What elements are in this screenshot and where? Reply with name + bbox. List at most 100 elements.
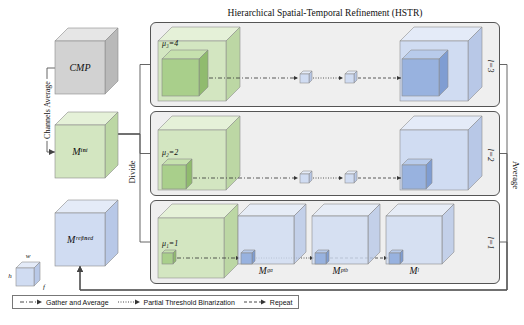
legend-line	[118, 302, 136, 303]
legend-arrowhead	[261, 300, 266, 305]
cube-front	[162, 165, 186, 189]
block-size-label: μ₂=2	[162, 147, 178, 158]
cube-shape	[162, 250, 176, 264]
level-panel: l=3 μ₃=4	[150, 22, 500, 107]
legend-text: Repeat	[270, 299, 293, 306]
cube-face: CMP	[55, 41, 105, 94]
cube-label: Mⁱⁿⁱ	[72, 146, 88, 157]
data-cube: Mⁱⁿⁱ	[55, 112, 118, 178]
cube-side	[400, 250, 403, 264]
cube-side	[326, 250, 329, 264]
stage-cube: Mˡ	[386, 204, 454, 278]
block-cube: μ₃=4	[162, 38, 208, 96]
cube-side	[105, 112, 118, 178]
stage-label-slot: Mᵍᵃ	[238, 265, 294, 277]
cube-shape	[162, 159, 192, 189]
cube-illustration	[16, 27, 482, 286]
cube-front	[55, 41, 105, 94]
cube-shape	[55, 112, 118, 178]
stage-label: Mˡ	[386, 265, 442, 277]
legend-item: Partial Threshold Binarization	[117, 298, 235, 306]
block-cube: μ₁=1	[162, 238, 181, 264]
cube-shape	[386, 204, 454, 264]
data-cube: CMP	[55, 28, 118, 94]
level-label-slot: l=3	[486, 59, 496, 72]
cube-label: CMP	[69, 62, 90, 73]
legend-line	[20, 302, 38, 303]
cube-front	[312, 216, 368, 264]
note-label: w	[26, 252, 31, 260]
level-label: l=3	[486, 59, 496, 72]
note-label-slot: h	[8, 272, 12, 280]
legend: Gather and Average Partial Threshold Bina…	[12, 295, 299, 309]
connector	[118, 134, 150, 242]
cube-side	[368, 204, 380, 264]
cube-shape	[312, 204, 380, 264]
cube-side	[294, 204, 306, 264]
note-label: f	[43, 283, 45, 291]
note-label-slot: w	[26, 252, 31, 260]
note-label-slot: Divide	[127, 160, 137, 183]
note-label-slot: f	[43, 283, 45, 291]
legend-sample	[243, 298, 267, 306]
stage-label: Mᵍᵃ	[238, 265, 294, 277]
edge-label-slot: Channels Average	[43, 79, 52, 141]
legend-item: Gather and Average	[19, 298, 109, 306]
cube-side	[105, 28, 118, 94]
edge-label: Channels Average	[43, 79, 52, 141]
level-label-slot: l=2	[486, 148, 496, 161]
legend-sample	[19, 298, 43, 306]
stage-cube: Mᵖᵗᵇ	[312, 204, 380, 278]
level-panel: l=2 μ₂=2	[150, 111, 500, 196]
cube-shape	[238, 204, 306, 264]
cube-side	[105, 200, 118, 266]
stage-label: Mᵖᵗᵇ	[312, 265, 368, 277]
cube-face: Mⁱⁿⁱ	[55, 125, 105, 178]
connector	[80, 154, 507, 291]
cube-side	[442, 204, 454, 264]
block-size-label: μ₃=4	[162, 38, 178, 49]
level-label: l=2	[486, 148, 496, 161]
cube-front	[162, 253, 173, 264]
cube-face: Mʳᵉᶠⁱⁿᵉᵈ	[55, 213, 105, 266]
level-label-slot: l=1	[486, 236, 496, 249]
legend-item: Repeat	[243, 298, 293, 306]
block-label-slot: μ₃=4	[162, 38, 178, 49]
legend-text: Partial Threshold Binarization	[144, 299, 235, 306]
cube-side	[173, 250, 176, 264]
data-cube: Mʳᵉᶠⁱⁿᵉᵈ	[55, 200, 118, 266]
block-label-slot: μ₁=1	[162, 238, 178, 249]
connector	[118, 65, 150, 135]
cube-shape	[162, 50, 208, 96]
cube-front	[55, 125, 105, 178]
legend-arrowhead	[37, 300, 42, 305]
note-label-slot: Average	[511, 161, 521, 189]
block-cube: μ₂=2	[162, 147, 192, 189]
panel-ground	[150, 22, 500, 284]
legend-arrowhead	[135, 300, 140, 305]
block-label-slot: μ₂=2	[162, 147, 178, 158]
stage-label-slot: Mᵖᵗᵇ	[312, 265, 368, 277]
cube-front	[389, 253, 400, 264]
level-label: l=1	[486, 236, 496, 249]
legend-sample	[117, 298, 141, 306]
block-size-label: μ₁=1	[162, 238, 178, 249]
cube-front	[162, 59, 199, 96]
cube-front	[238, 216, 294, 264]
cube-shape	[55, 28, 118, 94]
cube-side	[199, 50, 208, 96]
cube-front	[315, 253, 326, 264]
legend-line	[244, 302, 262, 303]
level-panel: l=1 μ₁=1Mᵍᵃ Mᵖᵗᵇ Mˡ	[150, 200, 500, 284]
legend-text: Gather and Average	[46, 299, 109, 306]
stage-cube: Mᵍᵃ	[238, 204, 306, 278]
note-label: Divide	[127, 160, 137, 183]
cube-front	[241, 253, 252, 264]
connector	[118, 134, 150, 154]
cube-side	[252, 250, 255, 264]
note-label: Average	[511, 161, 521, 189]
connector	[80, 65, 507, 291]
cube-side	[186, 159, 192, 189]
cube-label: Mʳᵉᶠⁱⁿᵉᵈ	[67, 234, 93, 245]
